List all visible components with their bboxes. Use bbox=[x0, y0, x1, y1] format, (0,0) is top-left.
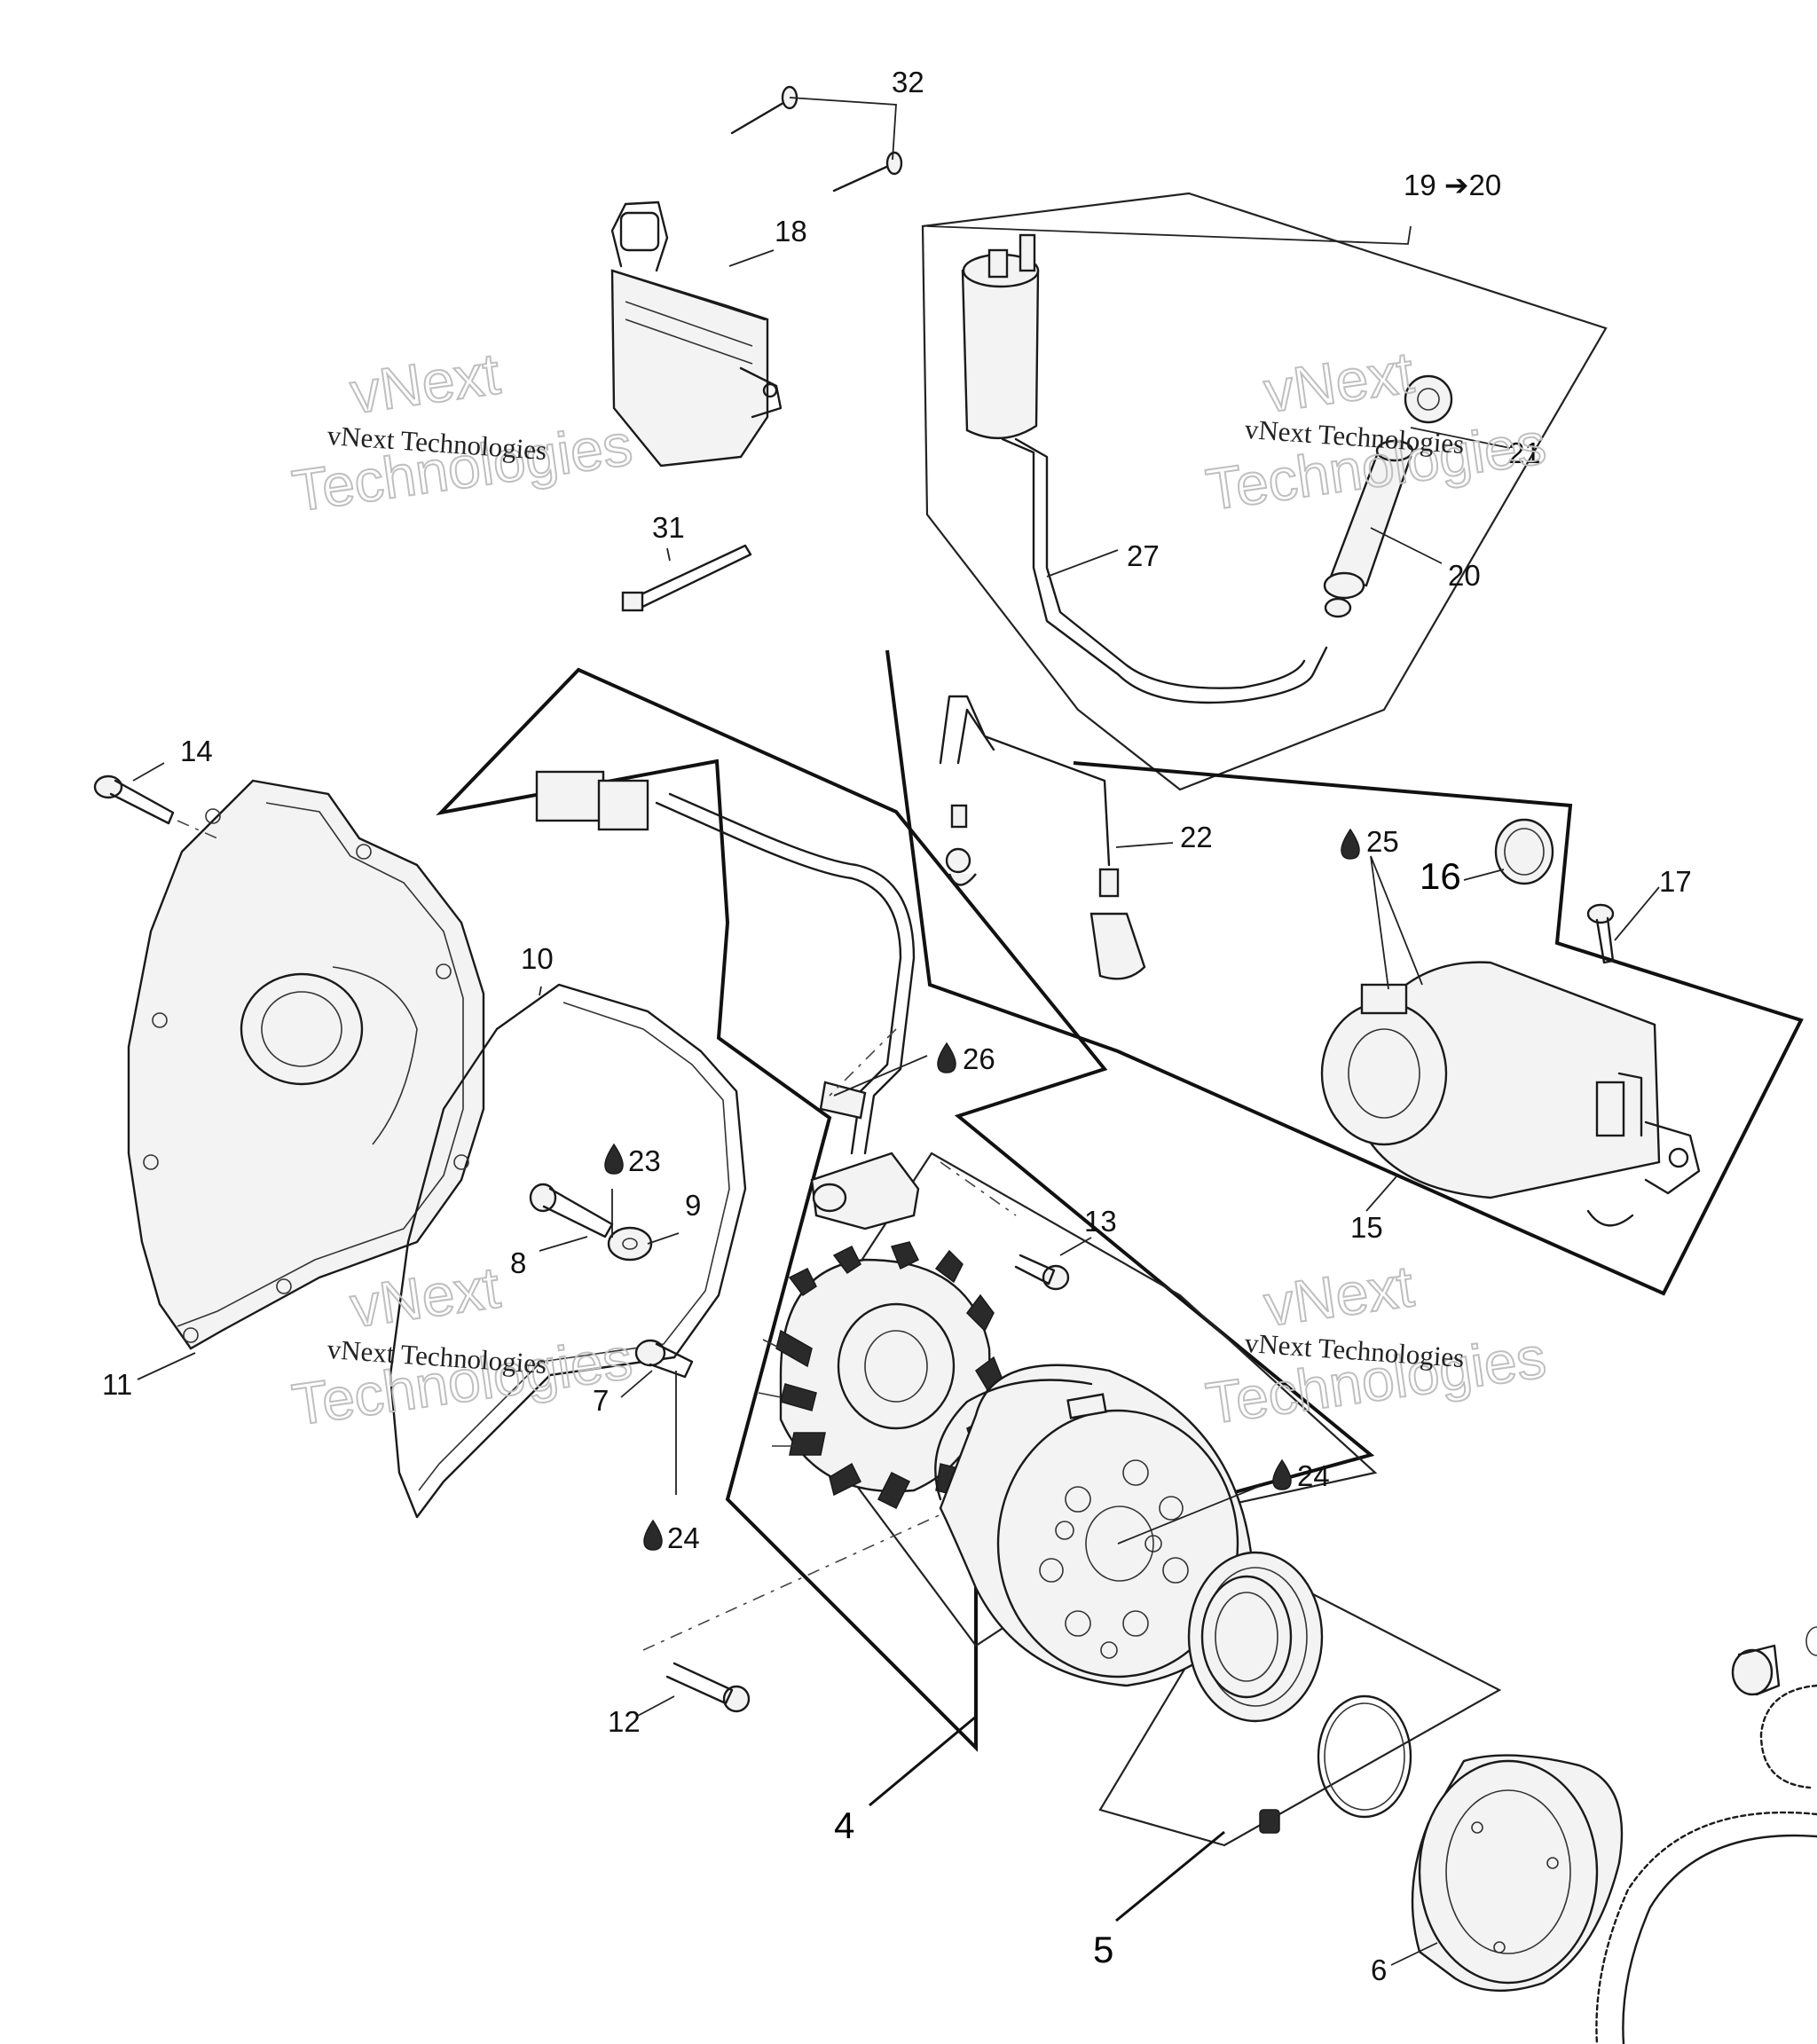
callout-7: 7 bbox=[593, 1384, 609, 1417]
stator-part bbox=[535, 770, 1003, 1510]
watermark-mid-right: vNext Technologies vNext Technologies bbox=[1201, 1252, 1551, 1437]
oil-drop-icon bbox=[604, 828, 1360, 1551]
callout-17: 17 bbox=[1659, 865, 1692, 898]
cover-gasket-part bbox=[389, 983, 747, 1519]
callout-10: 10 bbox=[521, 942, 554, 975]
callout-23: 23 bbox=[628, 1144, 661, 1177]
stator-assembly-outline bbox=[436, 667, 1375, 1752]
callout-9: 9 bbox=[685, 1189, 701, 1222]
callout-12: 12 bbox=[608, 1705, 641, 1738]
callout-20: 20 bbox=[1448, 559, 1481, 592]
watermark-top-left: vNext Technologies vNext Technologies bbox=[287, 339, 637, 524]
cover-screw-part bbox=[93, 774, 218, 839]
ignition-coil-kit-outline bbox=[921, 192, 1608, 791]
callout-16: 16 bbox=[1420, 855, 1461, 897]
bolt-7-part bbox=[634, 1339, 694, 1379]
one-way-clutch-part bbox=[1187, 1551, 1412, 1834]
callout-22: 22 bbox=[1180, 821, 1213, 853]
callout-6: 6 bbox=[1371, 1954, 1387, 1986]
starter-motor-part bbox=[1320, 961, 1701, 1227]
callout-27: 27 bbox=[1127, 539, 1160, 572]
callout-15: 15 bbox=[1350, 1211, 1383, 1244]
callout-8: 8 bbox=[510, 1246, 526, 1279]
starter-gear-part bbox=[1411, 1754, 1624, 1993]
washer-9-part bbox=[607, 1226, 653, 1262]
ignition-coil-part bbox=[961, 233, 1328, 704]
screw-13-part bbox=[1014, 1254, 1070, 1291]
screw-8-part bbox=[529, 1183, 614, 1238]
screw-12-part bbox=[665, 1662, 751, 1713]
engine-cover-part bbox=[127, 779, 485, 1350]
starter-screw-part bbox=[1586, 903, 1615, 964]
ring-gear-part bbox=[1595, 1626, 1817, 2044]
ring-gear-group-outline bbox=[1098, 1560, 1502, 1847]
svg-text:vNext: vNext bbox=[1260, 1253, 1417, 1339]
cable-harness-part bbox=[939, 695, 1146, 980]
cable-tie-part bbox=[621, 544, 752, 612]
callout-14: 14 bbox=[180, 735, 213, 767]
svg-text:vNext: vNext bbox=[346, 340, 503, 426]
callout-21: 21 bbox=[1508, 436, 1541, 469]
callout-31: 31 bbox=[652, 511, 685, 544]
callout-32: 32 bbox=[892, 66, 924, 98]
callout-5: 5 bbox=[1093, 1929, 1113, 1970]
callout-26: 26 bbox=[963, 1042, 995, 1075]
watermark-top-right: vNext Technologies vNext Technologies bbox=[1201, 338, 1551, 523]
rivet-part bbox=[730, 85, 903, 193]
callout-4: 4 bbox=[834, 1804, 854, 1846]
callout-19-20: 19 ➔20 bbox=[1404, 169, 1501, 201]
callout-18: 18 bbox=[775, 215, 807, 248]
watermark-mid-left: vNext Technologies vNext Technologies bbox=[287, 1253, 637, 1438]
callout-24-upper: 24 bbox=[1297, 1459, 1330, 1492]
callout-24-lower: 24 bbox=[667, 1521, 700, 1554]
cdi-module-part bbox=[610, 200, 783, 468]
leader-lines bbox=[132, 97, 1660, 1966]
spark-plug-cap-part bbox=[1323, 374, 1453, 618]
svg-text:vNext: vNext bbox=[1260, 339, 1417, 425]
svg-text:vNext: vNext bbox=[346, 1254, 503, 1340]
callout-25: 25 bbox=[1366, 825, 1399, 858]
callout-13: 13 bbox=[1084, 1205, 1117, 1238]
callout-11: 11 bbox=[102, 1368, 132, 1401]
starter-kit-outline bbox=[885, 649, 1804, 1296]
